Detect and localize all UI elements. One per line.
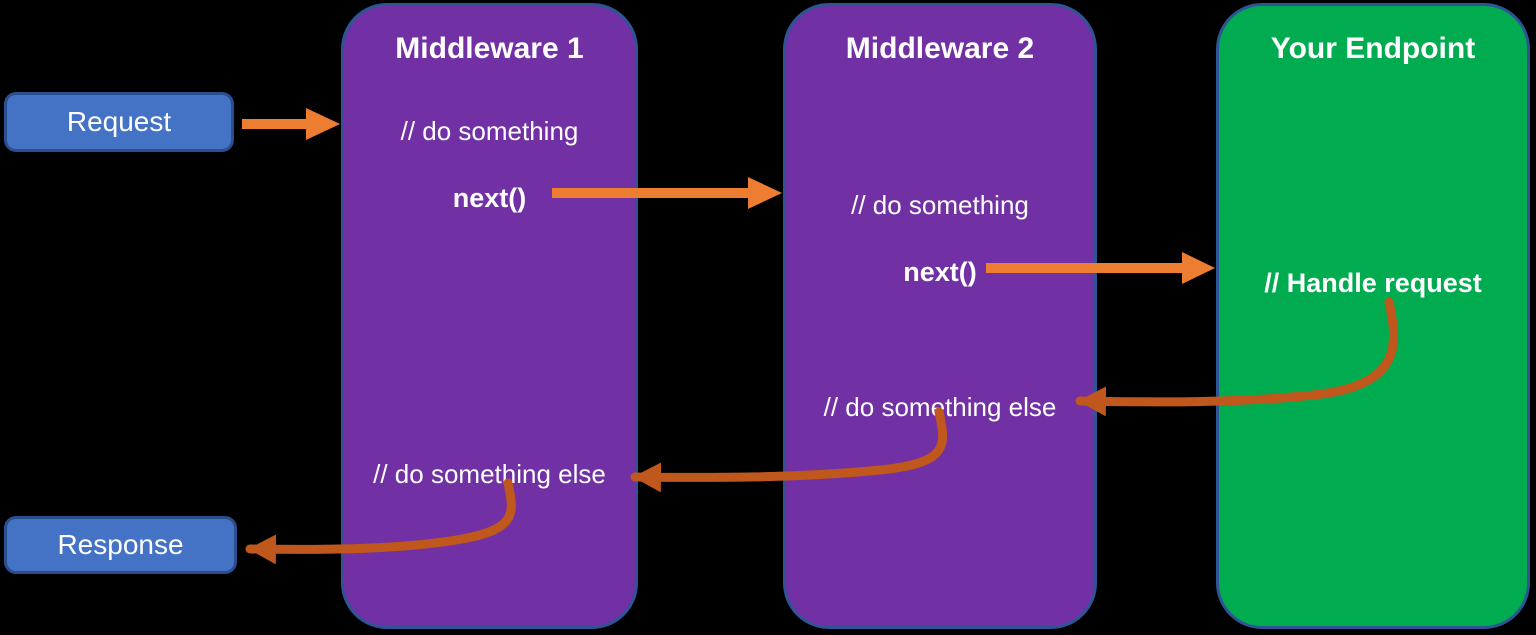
middleware2-comment-do-something: // do something [851, 190, 1029, 220]
middleware2-title: Middleware 2 [845, 32, 1035, 65]
request-node: Request [4, 92, 234, 152]
arrow-request-to-middleware1 [242, 108, 340, 140]
middleware2-node: Middleware 2 // do something next() // d… [783, 3, 1097, 629]
middleware1-title: Middleware 1 [395, 32, 584, 65]
response-label: Response [57, 529, 184, 560]
middleware2-comment-do-something-else: // do something else [823, 392, 1057, 422]
middleware1-comment-do-something-else: // do something else [373, 459, 606, 489]
endpoint-node: Your Endpoint // Handle request [1216, 3, 1530, 629]
middleware1-comment-do-something: // do something [400, 116, 579, 146]
middleware1-next-call: next() [452, 183, 527, 213]
middleware1-node: Middleware 1 // do something next() // d… [341, 3, 638, 629]
endpoint-title: Your Endpoint [1270, 32, 1476, 65]
request-label: Request [66, 106, 172, 137]
response-node: Response [4, 516, 237, 574]
middleware2-next-call: next() [903, 257, 977, 287]
endpoint-comment-handle-request: // Handle request [1264, 268, 1482, 298]
